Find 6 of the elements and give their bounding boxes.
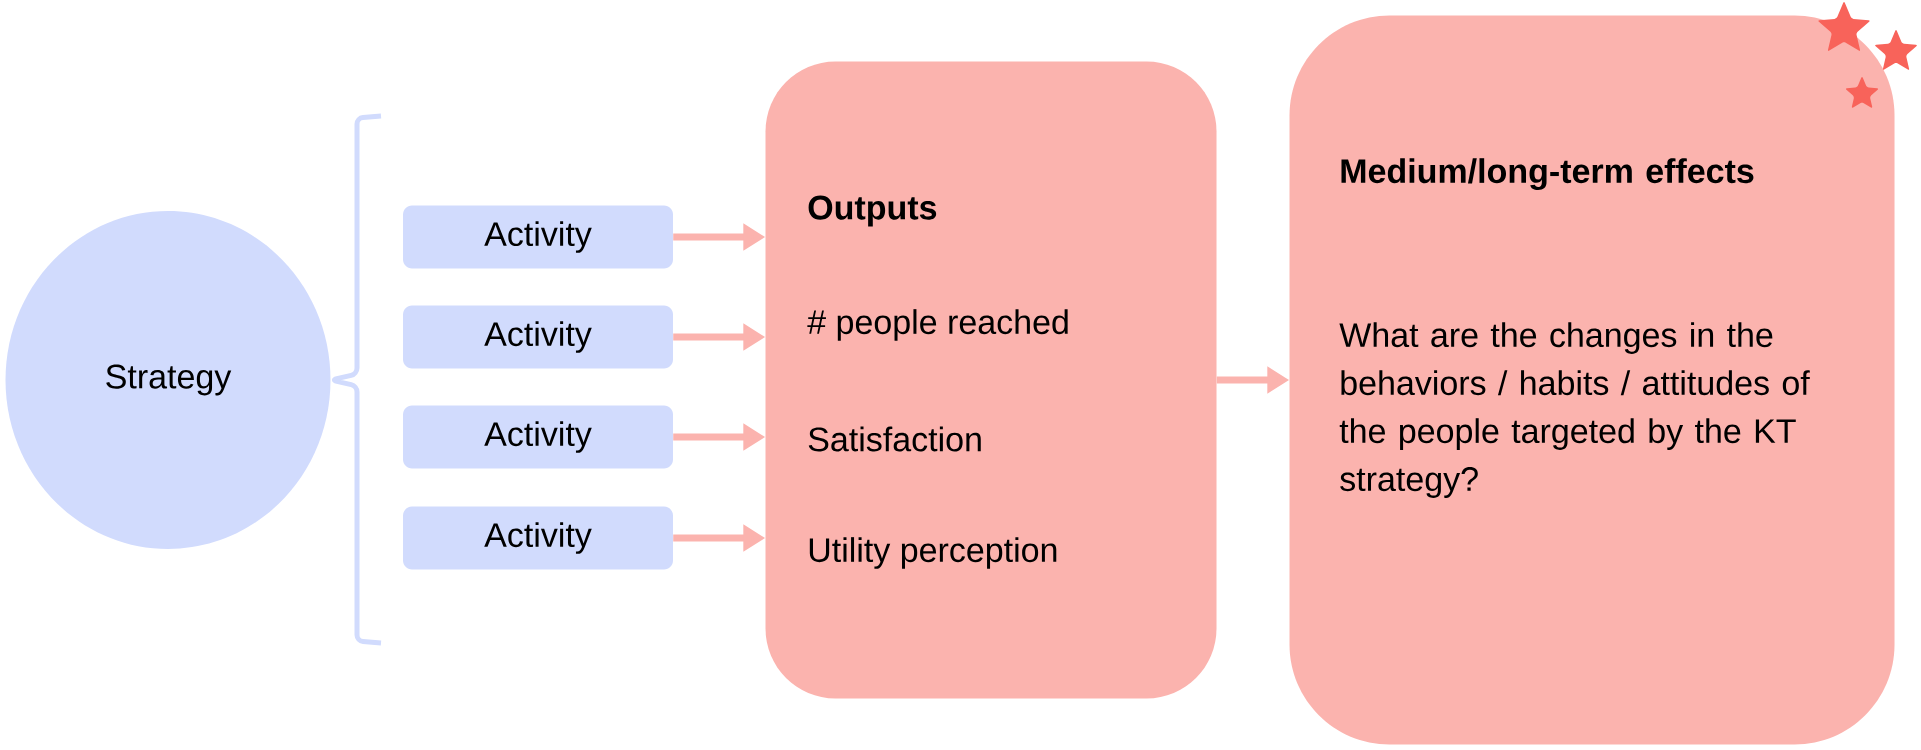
activity-box: Activity [403,405,673,469]
activity-box: Activity [403,305,673,369]
effects-box: Medium/long-term effects What are the changes in the behaviors / habits / attitudes of the people targeted by the KT strategy? [1289,15,1895,745]
activity-box: Activity [403,506,673,570]
activity-box: Activity [403,205,673,269]
outputs-box: Outputs # people reached Satisfaction Utility perception [765,61,1217,699]
